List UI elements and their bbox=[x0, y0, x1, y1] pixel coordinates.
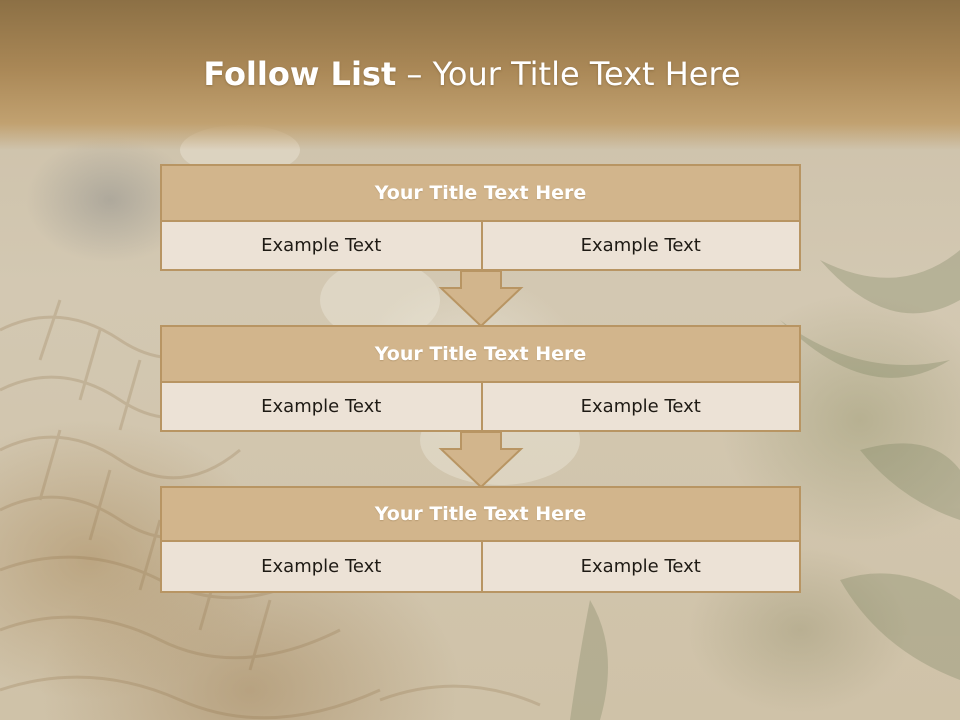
step-cell-right: Example Text bbox=[480, 222, 799, 269]
down-arrow-icon bbox=[438, 270, 524, 328]
step-box-2: Your Title Text Here Example Text Exampl… bbox=[160, 325, 801, 432]
step-cell-left: Example Text bbox=[162, 222, 481, 269]
step-cell-left: Example Text bbox=[162, 383, 481, 430]
step-row: Example Text Example Text bbox=[160, 542, 801, 593]
step-title: Your Title Text Here bbox=[160, 164, 801, 222]
step-row: Example Text Example Text bbox=[160, 222, 801, 271]
down-arrow-icon bbox=[438, 431, 524, 489]
slide-title-bold: Follow List bbox=[203, 55, 397, 93]
step-box-3: Your Title Text Here Example Text Exampl… bbox=[160, 486, 801, 593]
step-title: Your Title Text Here bbox=[160, 486, 801, 542]
header-band bbox=[0, 0, 960, 150]
step-cell-right: Example Text bbox=[480, 542, 799, 591]
slide-title: Follow List – Your Title Text Here bbox=[0, 52, 944, 96]
step-row: Example Text Example Text bbox=[160, 383, 801, 432]
step-cell-right: Example Text bbox=[480, 383, 799, 430]
step-title: Your Title Text Here bbox=[160, 325, 801, 383]
slide-title-rest: – Your Title Text Here bbox=[396, 55, 741, 93]
step-box-1: Your Title Text Here Example Text Exampl… bbox=[160, 164, 801, 271]
step-cell-left: Example Text bbox=[162, 542, 481, 591]
